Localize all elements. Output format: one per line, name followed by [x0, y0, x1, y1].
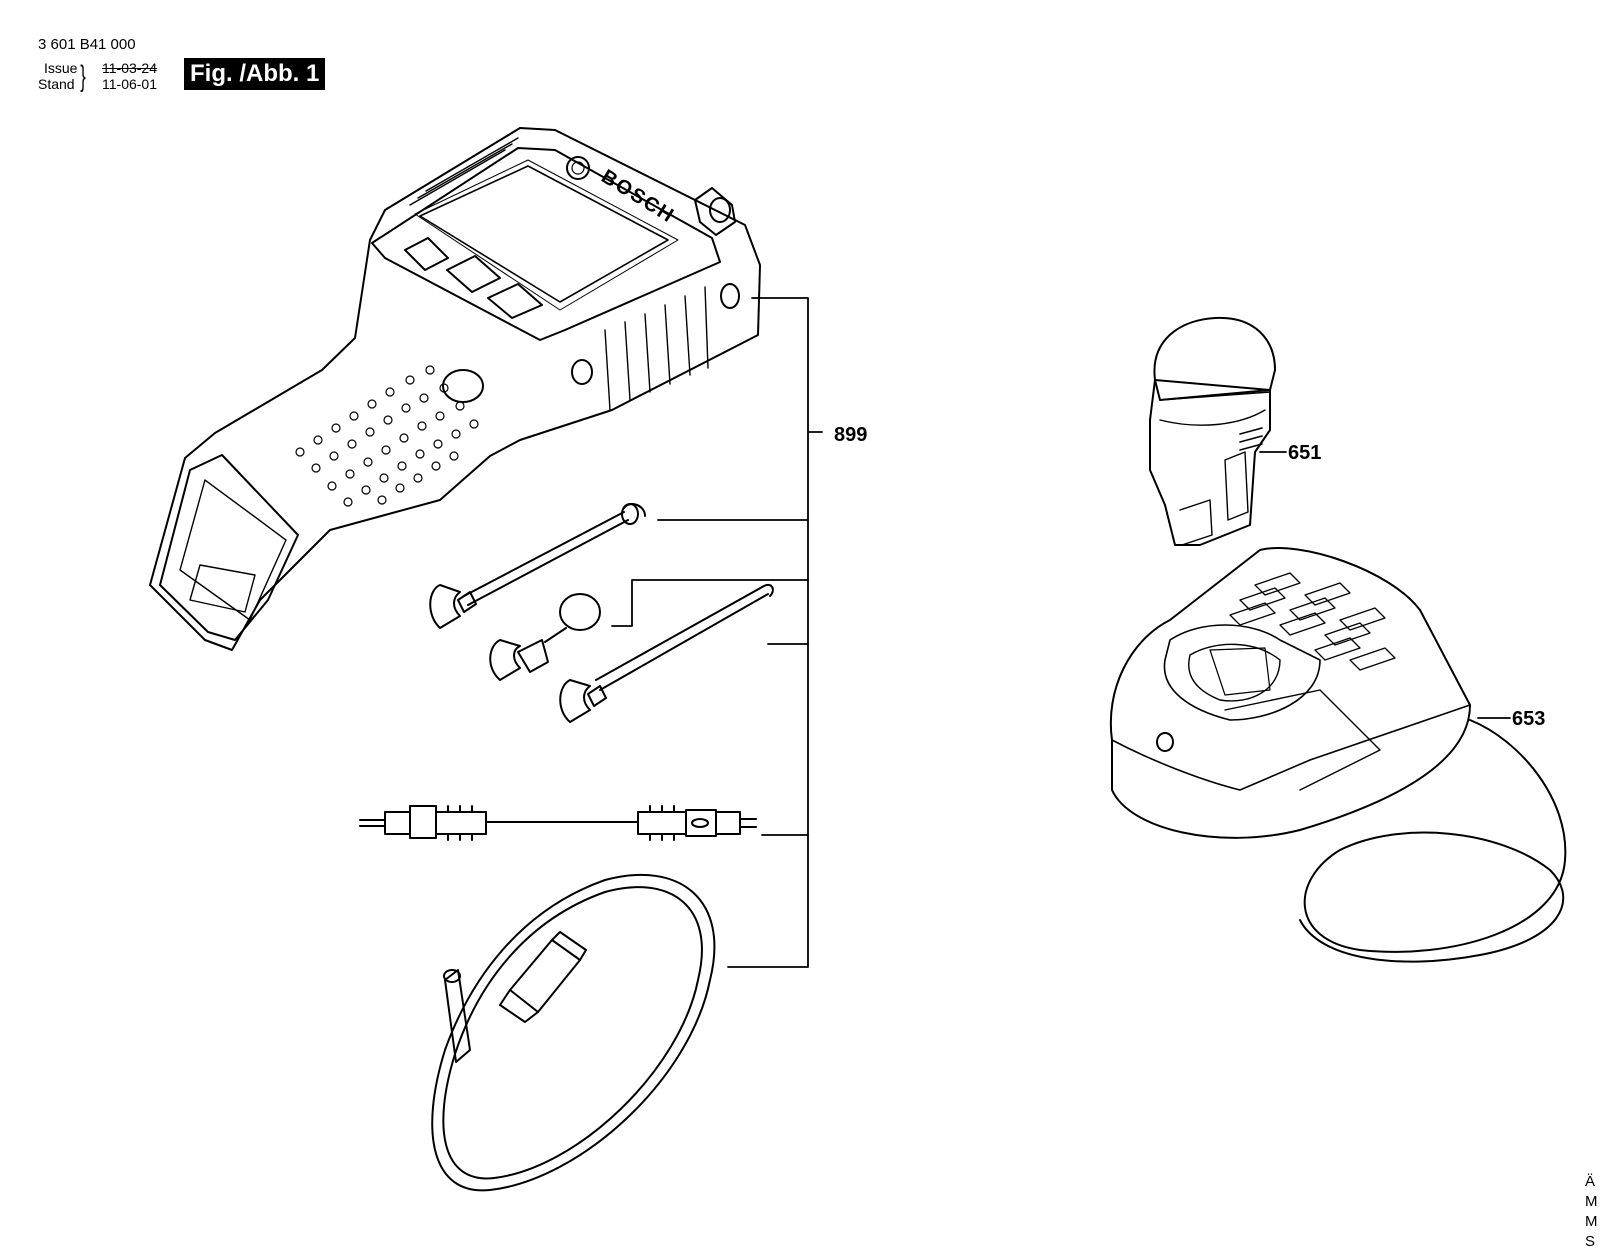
part-number: 3 601 B41 000 — [38, 36, 136, 53]
stand-date: 11-06-01 — [102, 76, 158, 92]
probe-connector — [509, 939, 581, 1013]
grip-texture — [295, 365, 479, 507]
corner-letter-2: M — [1585, 1193, 1598, 1210]
battery-pack — [1149, 316, 1276, 546]
device-button-2 — [446, 255, 501, 293]
battery-opening — [159, 454, 299, 641]
device-head-top — [371, 147, 721, 341]
issue-label: Issue — [44, 60, 78, 76]
charger-vent-grid — [1229, 572, 1396, 671]
figure-label: Fig. /Abb. 1 — [184, 58, 326, 90]
header: 3 601 B41 000 Issue Stand } 11-03-24 11-… — [38, 36, 326, 92]
brace-symbol: } — [80, 60, 86, 93]
device-body-outline — [149, 127, 761, 651]
battery-charger — [1109, 547, 1471, 839]
corner-letter-1: Ä — [1585, 1173, 1595, 1190]
callout-899: 899 — [834, 424, 867, 446]
callout-653: 653 — [1512, 708, 1545, 730]
attachment-mirror — [489, 593, 601, 681]
attachment-hook — [429, 503, 646, 629]
issue-date: 11-03-24 — [102, 60, 158, 76]
av-cable — [359, 805, 757, 841]
issue-stand-block: Issue Stand } 11-03-24 11-06-01 Fig. /Ab… — [38, 58, 338, 100]
callout-651: 651 — [1288, 442, 1321, 464]
device-screen — [419, 165, 669, 303]
device-button-3 — [487, 283, 543, 319]
inspection-camera-unit: BOSCH — [149, 127, 761, 651]
attachment-magnet — [559, 584, 774, 723]
corner-letter-3: M — [1585, 1213, 1598, 1230]
bosch-logo-icon — [566, 156, 590, 180]
device-button-1 — [404, 237, 449, 271]
trigger-button — [442, 369, 484, 403]
device-connector — [694, 187, 736, 236]
corner-letter-4: S — [1585, 1233, 1595, 1250]
camera-probe-cable — [431, 874, 716, 1192]
charger-power-cord — [1299, 719, 1567, 963]
leader-899 — [611, 297, 823, 968]
stand-label: Stand — [38, 76, 75, 92]
